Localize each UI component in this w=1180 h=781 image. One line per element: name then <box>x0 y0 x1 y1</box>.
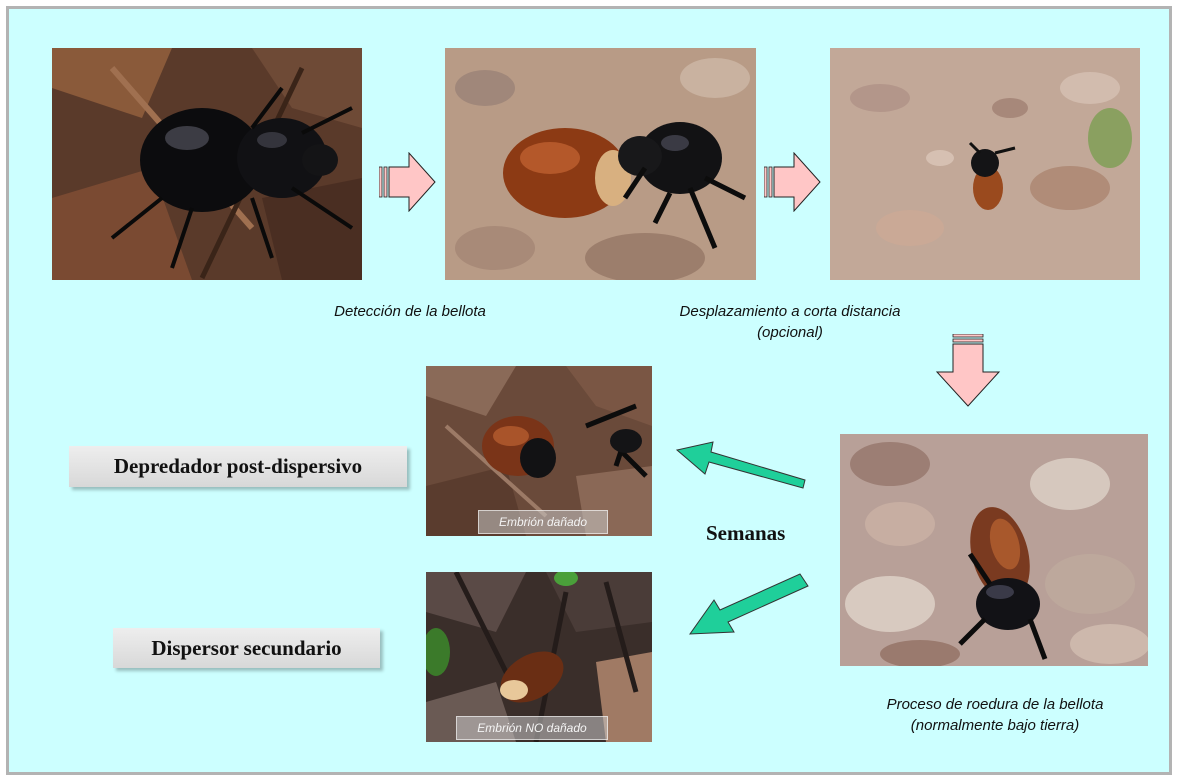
photo-beetle-moving-acorn <box>830 48 1140 280</box>
photo-disperser-acorn: Embrión NO dañado <box>426 572 652 742</box>
caption-gnawing-line1: Proceso de roedura de la bellota <box>825 694 1165 715</box>
block-arrow-right-1 <box>379 152 437 212</box>
photo-beetle-with-acorn <box>445 48 756 280</box>
badge-embryo-damaged: Embrión dañado <box>478 510 608 534</box>
green-arrow-to-disperser <box>688 572 810 638</box>
photo-predator-acorn: Embrión dañado <box>426 366 652 536</box>
label-semanas: Semanas <box>706 521 785 546</box>
caption-displacement: Desplazamiento a corta distancia (opcion… <box>620 301 960 343</box>
block-arrow-right-2 <box>764 152 822 212</box>
label-predator: Depredador post-dispersivo <box>69 446 407 487</box>
photo-gnawing-process <box>840 434 1148 666</box>
caption-gnawing-line2: (normalmente bajo tierra) <box>825 715 1165 736</box>
caption-displacement-line1: Desplazamiento a corta distancia <box>620 301 960 322</box>
label-disperser: Dispersor secundario <box>113 628 380 668</box>
caption-displacement-line2: (opcional) <box>620 322 960 343</box>
caption-detection: Detección de la bellota <box>300 301 520 322</box>
green-arrow-to-predator <box>675 440 807 490</box>
block-arrow-down <box>935 334 1001 408</box>
caption-gnawing: Proceso de roedura de la bellota (normal… <box>825 694 1165 736</box>
badge-embryo-not-damaged: Embrión NO dañado <box>456 716 608 740</box>
photo-beetle-detection <box>52 48 362 280</box>
